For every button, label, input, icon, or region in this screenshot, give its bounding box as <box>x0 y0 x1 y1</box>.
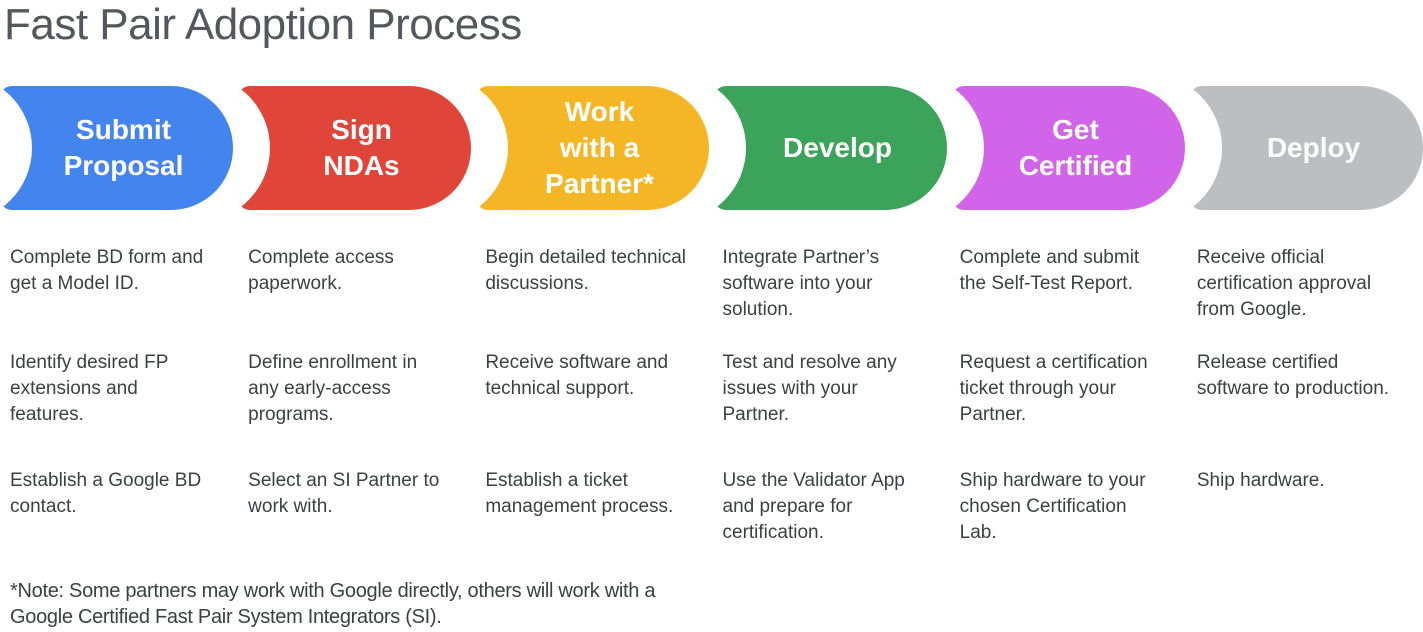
details-deploy: Receive official certification approval … <box>1186 245 1423 546</box>
detail-item: Begin detailed technical discussions. <box>485 247 687 294</box>
details-work-with-a-partner: Begin detailed technical discussions. Re… <box>474 245 711 546</box>
detail-item: Complete and submit the Self-Test Report… <box>959 247 1140 294</box>
detail-item: Release certified software to production… <box>1196 352 1390 399</box>
step-sign-ndas: Sign NDAs <box>238 86 471 210</box>
step-deploy: Deploy <box>1190 86 1423 210</box>
details-get-certified: Complete and submit the Self-Test Report… <box>949 245 1186 546</box>
page-title: Fast Pair Adoption Process <box>4 0 522 49</box>
detail-item: Complete access paperwork. <box>248 247 394 294</box>
details-sign-ndas: Complete access paperwork. Define enroll… <box>237 245 474 546</box>
step-work-with-a-partner: Work with a Partner* <box>476 86 709 210</box>
step-develop: Develop <box>714 86 947 210</box>
detail-item: Use the Validator App and prepare for ce… <box>722 470 905 543</box>
detail-item: Establish a ticket management process. <box>485 470 674 517</box>
detail-item: Ship hardware. <box>1196 470 1325 491</box>
detail-item: Ship hardware to your chosen Certificati… <box>959 470 1146 543</box>
step-label-develop: Develop <box>783 132 892 163</box>
detail-item: Request a certification ticket through y… <box>959 352 1148 425</box>
process-steps-row: Submit Proposal Sign NDAs Work with a Pa… <box>0 86 1423 210</box>
footnote: *Note: Some partners may work with Googl… <box>10 580 656 628</box>
step-label-submit-proposal: Submit Proposal <box>63 114 184 181</box>
detail-item: Receive official certification approval … <box>1196 247 1372 320</box>
detail-item: Identify desired FP extensions and featu… <box>10 352 169 425</box>
detail-item: Establish a Google BD contact. <box>10 470 202 517</box>
step-details-grid: Complete BD form and get a Model ID. Ide… <box>0 245 1423 546</box>
detail-item: Complete BD form and get a Model ID. <box>10 247 204 294</box>
step-label-work-with-a-partner: Work with a Partner* <box>545 96 654 199</box>
step-label-get-certified: Get Certified <box>1018 114 1133 181</box>
detail-item: Integrate Partner’s software into your s… <box>722 247 880 320</box>
step-label-sign-ndas: Sign NDAs <box>323 114 400 181</box>
details-submit-proposal: Complete BD form and get a Model ID. Ide… <box>0 245 237 546</box>
details-develop: Integrate Partner’s software into your s… <box>712 245 949 546</box>
detail-item: Receive software and technical support. <box>485 352 669 399</box>
step-submit-proposal: Submit Proposal <box>0 86 233 210</box>
step-get-certified: Get Certified <box>952 86 1185 210</box>
step-label-deploy: Deploy <box>1266 132 1361 163</box>
detail-item: Define enrollment in any early-access pr… <box>248 352 418 425</box>
detail-item: Select an SI Partner to work with. <box>248 470 440 517</box>
detail-item: Test and resolve any issues with your Pa… <box>722 352 897 425</box>
